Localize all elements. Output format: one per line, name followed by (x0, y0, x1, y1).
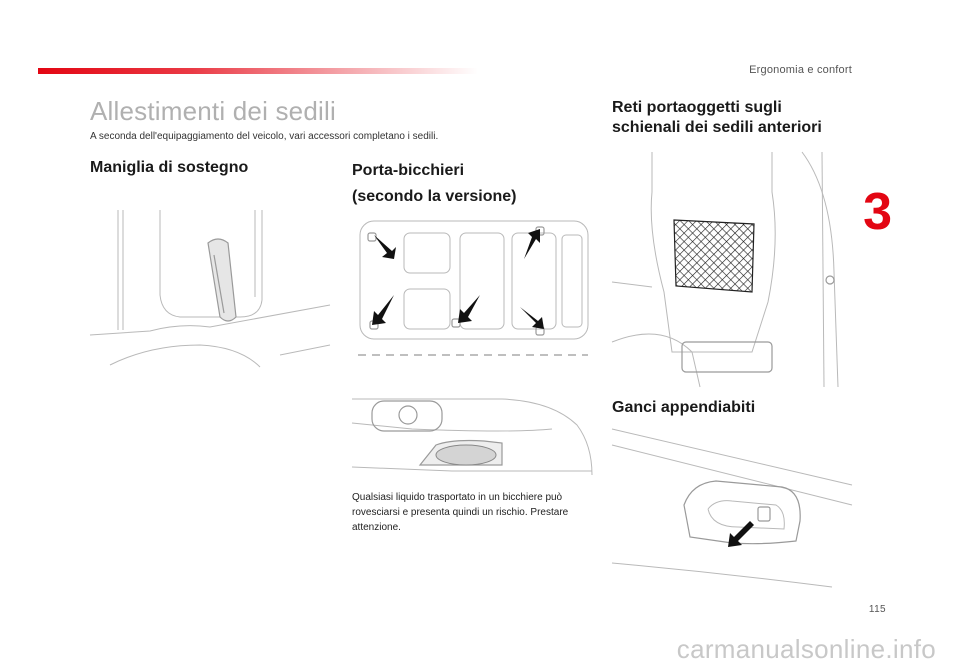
coat-hook-illustration (611, 428, 853, 588)
cup-holder-closeup-illustration (351, 398, 593, 476)
section-label: Ergonomia e confort (749, 64, 852, 76)
heading-reti-line2: schienali dei sedili anteriori (612, 119, 822, 136)
cup-holder-layout-illustration (358, 220, 589, 356)
page-number: 115 (868, 604, 886, 615)
seat-net-illustration (611, 151, 839, 388)
grab-handle-illustration (89, 210, 331, 368)
page-subtitle: A seconda dell'equipaggiamento del veico… (90, 131, 439, 142)
heading-porta-line2: (secondo la versione) (352, 188, 517, 205)
heading-porta-bicchieri: Porta-bicchieri (secondo la versione) (352, 158, 582, 210)
cup-holder-warning-note: Qualsiasi liquido trasportato in un bicc… (352, 492, 569, 533)
header-accent-bar (38, 68, 478, 74)
page-title: Allestimenti dei sedili (90, 96, 336, 126)
watermark-text: carmanualsonline.info (676, 634, 936, 664)
heading-ganci: Ganci appendiabiti (612, 399, 756, 416)
chapter-number: 3 (863, 183, 892, 241)
heading-reti: Reti portaoggetti sugli schienali dei se… (612, 98, 872, 138)
heading-porta-line1: Porta-bicchieri (352, 162, 465, 179)
heading-reti-line1: Reti portaoggetti sugli (612, 99, 782, 116)
heading-maniglia: Maniglia di sostegno (90, 159, 249, 176)
